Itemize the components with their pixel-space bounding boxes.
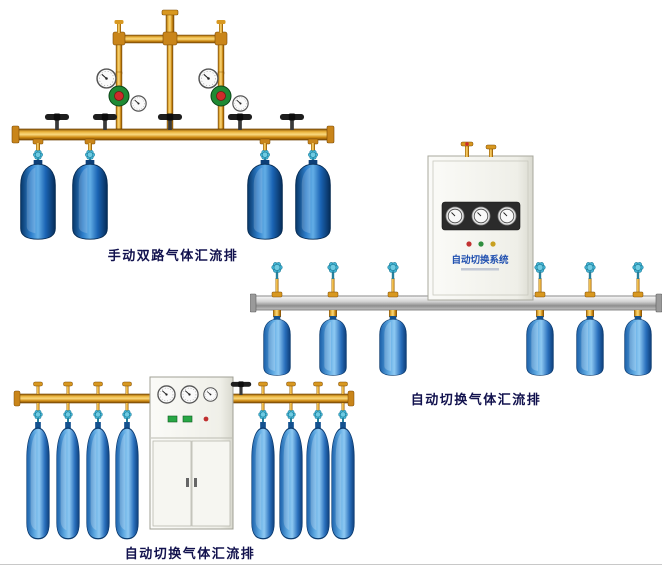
manual-dual-manifold-illustration (11, 9, 335, 240)
cylinder-body (576, 316, 604, 376)
cylinder-station (56, 381, 80, 540)
valve-handwheel (227, 113, 253, 130)
cylinder-station (306, 381, 330, 540)
cylinder-station (331, 381, 355, 540)
cylinder-valve-knob (63, 410, 73, 424)
cylinder-valve-knob (338, 410, 348, 424)
cylinder-body (26, 422, 50, 540)
cylinder-valve-knob (584, 262, 596, 279)
cylinder-body (279, 422, 303, 540)
cylinder-valve-knob (387, 262, 399, 279)
green-button (182, 415, 193, 423)
cylinder-valve-knob (258, 410, 268, 424)
cylinder-body (56, 422, 80, 540)
cylinder-body (331, 422, 355, 540)
door-handle (186, 478, 189, 487)
cylinder-station (263, 262, 291, 376)
cylinder-body (624, 316, 652, 376)
cylinder-body (72, 160, 108, 240)
valve-handwheel (44, 113, 70, 130)
gas-cylinder (20, 138, 56, 240)
cylinder-station (26, 381, 50, 540)
cabinet-door-right (191, 440, 231, 527)
pressure-gauge (157, 385, 176, 404)
cylinder-station (576, 262, 604, 376)
cylinder-valve-knob (632, 262, 644, 279)
cabinet-gauge-panel (441, 201, 521, 231)
shutoff-valves (44, 113, 305, 130)
valve-handwheel (157, 113, 183, 130)
valve-handwheel (92, 113, 118, 130)
red-indicator (203, 416, 209, 422)
main-manifold-pipe (11, 125, 335, 144)
cylinder-valve-knob (33, 410, 43, 424)
cylinder-station (319, 262, 347, 376)
pressure-gauge (96, 68, 117, 89)
pressure-regulator-left (96, 68, 147, 130)
pressure-gauge (198, 68, 219, 89)
pressure-gauge (180, 385, 199, 404)
cylinder-body (20, 160, 56, 240)
cylinder-station (115, 381, 139, 540)
indicator-lights (466, 241, 496, 247)
cylinder-valve-knob (313, 410, 323, 424)
cylinder-body (263, 316, 291, 376)
cylinder-station (279, 381, 303, 540)
cylinder-body (526, 316, 554, 376)
auto-switch-wall-illustration: 自动切换系统 (250, 141, 662, 376)
gas-cylinder (72, 138, 108, 240)
cabinet-label: 自动切换系统 (451, 254, 509, 266)
cylinder-valve-knob (271, 262, 283, 279)
floor-cabinet (149, 376, 234, 530)
gas-cylinder (295, 138, 331, 240)
auto-switch-floor-illustration (13, 376, 355, 540)
pressure-gauge (130, 95, 147, 112)
cylinder-body (115, 422, 139, 540)
cylinder-valve-knob (286, 410, 296, 424)
door-handle (194, 478, 197, 487)
pressure-gauge (203, 387, 218, 402)
cylinder-valve-knob (122, 410, 132, 424)
product-caption-auto-wall: 自动切换气体汇流排 (410, 393, 542, 408)
cylinder-body (86, 422, 110, 540)
cabinet-door-left (152, 440, 192, 527)
cylinder-body (379, 316, 407, 376)
pressure-gauge (232, 95, 249, 112)
cylinder-valve-knob (534, 262, 546, 279)
outlet-valve-handwheel (230, 381, 252, 395)
cylinder-station (86, 381, 110, 540)
product-caption-manual-dual: 手动双路气体汇流排 (107, 249, 239, 264)
gas-cylinder (247, 138, 283, 240)
product-caption-auto-floor: 自动切换气体汇流排 (124, 547, 256, 562)
page-bottom-rule (0, 564, 662, 565)
cylinder-body (251, 422, 275, 540)
cylinder-station (526, 262, 554, 376)
cylinder-valve-knob (327, 262, 339, 279)
cabinet-sublabel-placeholder (461, 268, 499, 271)
cylinder-station (379, 262, 407, 376)
valve-handwheel (279, 113, 305, 130)
green-button (167, 415, 178, 423)
cylinder-station (251, 381, 275, 540)
cylinder-body (319, 316, 347, 376)
cylinder-station (624, 262, 652, 376)
cylinder-valve-knob (93, 410, 103, 424)
inlet-header-assembly (112, 9, 228, 130)
control-cabinet: 自动切换系统 (427, 155, 534, 301)
cabinet-top-valves (460, 141, 497, 157)
cylinder-body (306, 422, 330, 540)
